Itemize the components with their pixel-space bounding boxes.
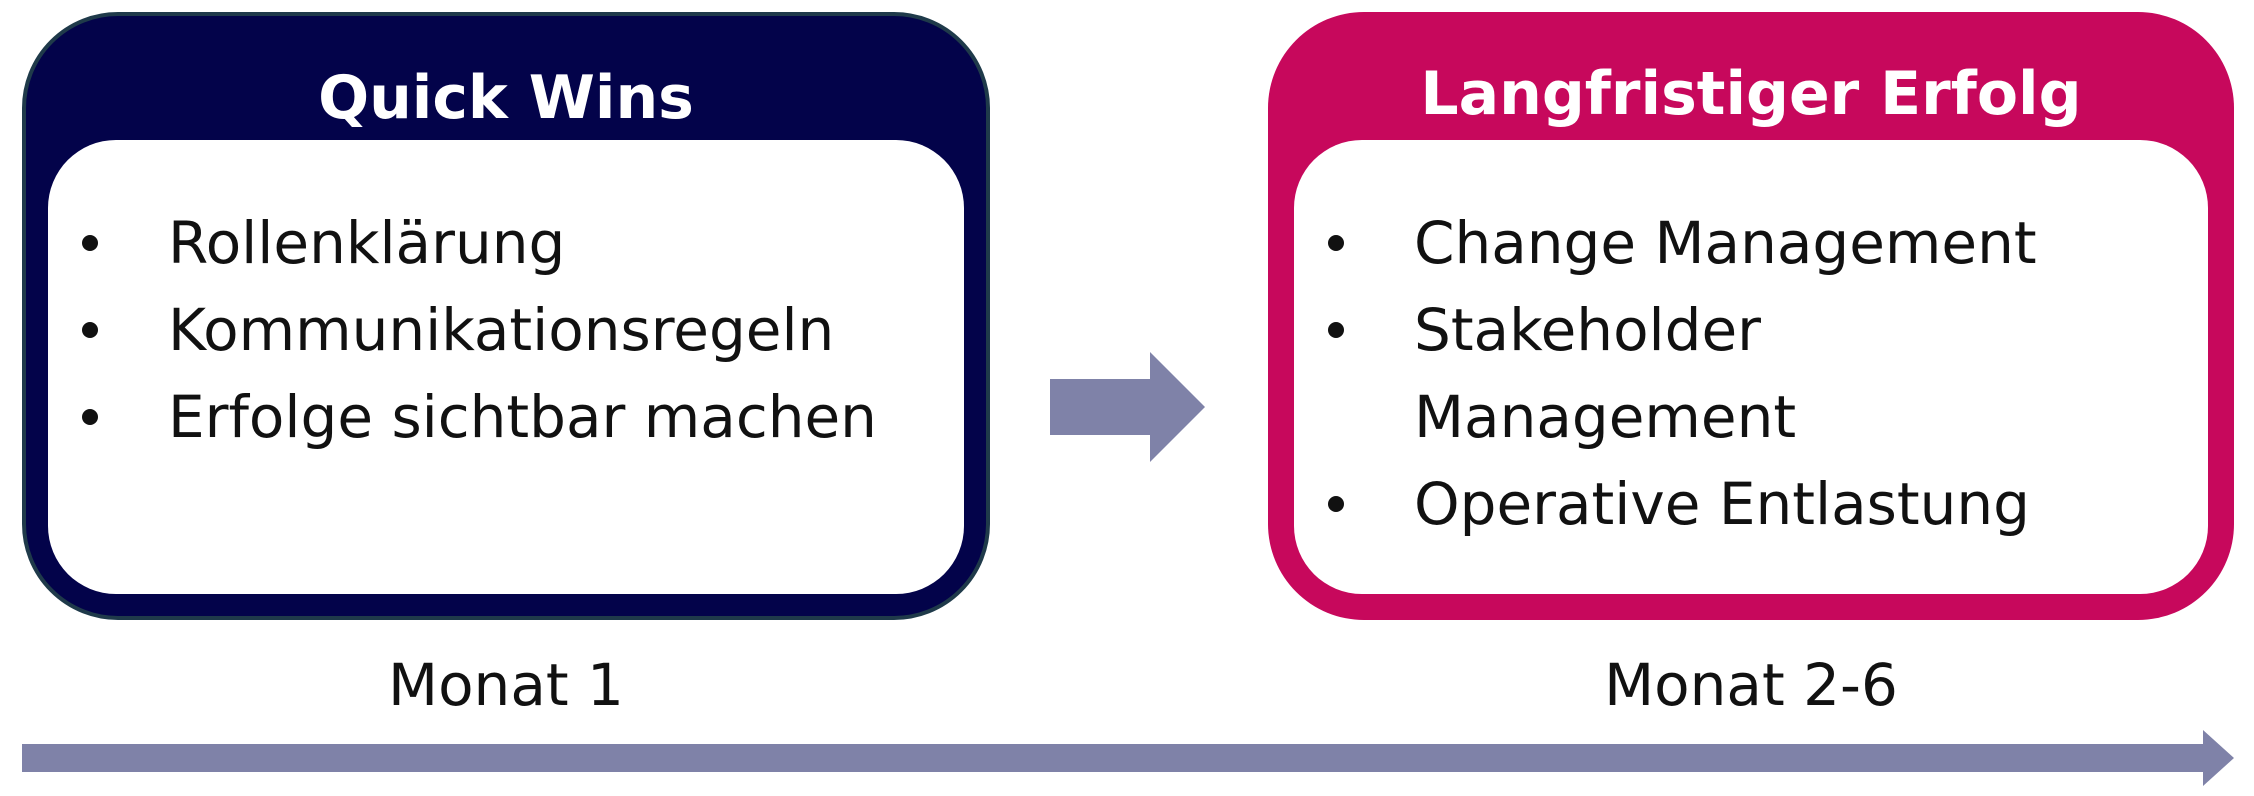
list-item-text: Kommunikationsregeln <box>168 296 835 364</box>
bullet-icon <box>82 322 98 338</box>
bullet-icon <box>1328 496 1344 512</box>
list-item-text: Operative Entlastung <box>1414 470 2030 538</box>
bullet-icon <box>82 409 98 425</box>
list-item-text: Erfolge sichtbar machen <box>168 383 877 451</box>
list-item: Rollenklärung <box>48 200 944 287</box>
list-item-text: Rollenklärung <box>168 209 566 277</box>
bullet-icon <box>82 235 98 251</box>
list-item: Kommunikationsregeln <box>48 287 944 374</box>
timeline-arrow-shape <box>22 730 2234 786</box>
right-arrow-shape <box>1050 352 1205 462</box>
list-item: Operative Entlastung <box>1294 461 2188 548</box>
period-label-month-1: Monat 1 <box>388 651 624 719</box>
list-item-text: Stakeholder Management <box>1414 296 1797 451</box>
list-item: Stakeholder Management <box>1294 287 2188 461</box>
long-term-success-list: Change Management Stakeholder Management… <box>1294 200 2188 548</box>
long-term-success-content: Change Management Stakeholder Management… <box>1294 140 2208 594</box>
period-label-month-2-6: Monat 2-6 <box>1604 651 1898 719</box>
timeline-arrow-icon <box>22 730 2234 786</box>
quick-wins-list: Rollenklärung Kommunikationsregeln Erfol… <box>48 200 944 461</box>
right-arrow-icon <box>1050 352 1205 462</box>
quick-wins-content: Rollenklärung Kommunikationsregeln Erfol… <box>48 140 964 594</box>
long-term-success-title: Langfristiger Erfolg <box>1420 59 2082 129</box>
list-item: Erfolge sichtbar machen <box>48 374 944 461</box>
list-item-text: Change Management <box>1414 209 2037 277</box>
list-item: Change Management <box>1294 200 2188 287</box>
quick-wins-card: Quick Wins Rollenklärung Kommunikationsr… <box>22 12 990 620</box>
bullet-icon <box>1328 235 1344 251</box>
long-term-success-card: Langfristiger Erfolg Change Management S… <box>1268 12 2234 620</box>
bullet-icon <box>1328 322 1344 338</box>
quick-wins-title: Quick Wins <box>318 63 694 133</box>
